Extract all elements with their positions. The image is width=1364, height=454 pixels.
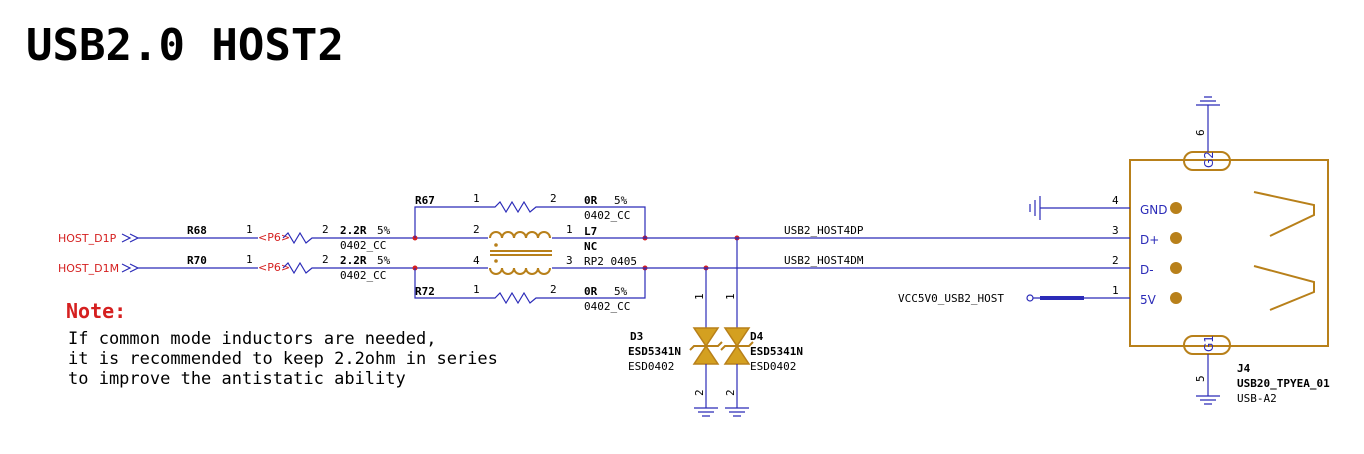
schematic-title: USB2.0 HOST2 (26, 20, 344, 71)
resistor-r70: R70 1 <P6> 2 2.2R 5% 0402_CC (187, 253, 391, 282)
svg-text:USB20_TPYEA_01: USB20_TPYEA_01 (1237, 377, 1330, 390)
svg-text:2.2R: 2.2R (340, 254, 367, 267)
svg-text:D+: D+ (1140, 233, 1159, 247)
svg-text:R68: R68 (187, 224, 207, 237)
svg-text:HOST_D1P: HOST_D1P (58, 232, 117, 245)
svg-text:2: 2 (322, 253, 329, 266)
svg-text:2: 2 (724, 389, 737, 396)
svg-text:RP2 0405: RP2 0405 (584, 255, 637, 268)
svg-text:3: 3 (1112, 224, 1119, 237)
svg-text:0R: 0R (584, 194, 598, 207)
svg-text:ESD0402: ESD0402 (628, 360, 674, 373)
svg-text:<P6>: <P6> (258, 261, 290, 274)
port-host-d1m: HOST_D1M (58, 262, 140, 275)
svg-text:1: 1 (473, 283, 480, 296)
svg-text:0402_CC: 0402_CC (340, 239, 386, 252)
svg-text:1: 1 (1112, 284, 1119, 297)
vcc-net: VCC5V0_USB2_HOST (898, 292, 1088, 305)
svg-text:2.2R: 2.2R (340, 224, 367, 237)
svg-text:ESD0402: ESD0402 (750, 360, 796, 373)
note-line-1: If common mode inductors are needed, (68, 329, 436, 349)
svg-text:5: 5 (1194, 375, 1207, 382)
svg-text:R70: R70 (187, 254, 207, 267)
svg-text:G1: G1 (1202, 335, 1216, 352)
svg-text:D-: D- (1140, 263, 1154, 277)
svg-text:VCC5V0_USB2_HOST: VCC5V0_USB2_HOST (898, 292, 1004, 305)
svg-text:0402_CC: 0402_CC (584, 209, 630, 222)
svg-text:1: 1 (246, 253, 253, 266)
svg-text:2: 2 (322, 223, 329, 236)
svg-text:5%: 5% (377, 254, 391, 267)
svg-text:2: 2 (550, 283, 557, 296)
svg-text:5%: 5% (614, 194, 628, 207)
svg-text:R72: R72 (415, 285, 435, 298)
svg-text:G2: G2 (1202, 151, 1216, 168)
svg-text:GND: GND (1140, 203, 1168, 217)
esd-diode-d3: 1 2 D3 ESD5341N ESD0402 (628, 268, 723, 417)
resistor-r72: R72 1 2 0R 5% 0402_CC (414, 268, 646, 313)
resistor-r67: R67 1 2 0R 5% 0402_CC (414, 192, 646, 238)
svg-text:1: 1 (566, 223, 573, 236)
svg-text:J4: J4 (1237, 362, 1251, 375)
svg-text:5V: 5V (1140, 293, 1157, 307)
note-line-3: to improve the antistatic ability (68, 369, 406, 389)
svg-text:L7: L7 (584, 225, 597, 238)
resistor-r68: R68 1 <P6> 2 2.2R 5% 0402_CC (187, 223, 391, 252)
svg-text:2: 2 (473, 223, 480, 236)
svg-text:1: 1 (693, 293, 706, 300)
svg-text:6: 6 (1194, 129, 1207, 136)
svg-text:D4: D4 (750, 330, 764, 343)
svg-text:D3: D3 (630, 330, 643, 343)
svg-text:0402_CC: 0402_CC (340, 269, 386, 282)
svg-text:NC: NC (584, 240, 597, 253)
ground-symbol (1029, 196, 1088, 220)
svg-text:HOST_D1M: HOST_D1M (58, 262, 119, 275)
svg-text:2: 2 (550, 192, 557, 205)
note-line-2: it is recommended to keep 2.2ohm in seri… (68, 349, 498, 369)
svg-text:3: 3 (566, 254, 573, 267)
svg-text:2: 2 (1112, 254, 1119, 267)
svg-text:ESD5341N: ESD5341N (628, 345, 681, 358)
net-label-dm: USB2_HOST4DM (784, 254, 864, 267)
svg-text:0R: 0R (584, 285, 598, 298)
inductor-l7: 2 4 1 3 L7 NC RP2 0405 (473, 223, 637, 275)
usb-connector-j4: 4 3 2 1 GND D+ D- 5V G2 G1 6 5 J4 USB20_… (1088, 96, 1330, 405)
svg-text:ESD5341N: ESD5341N (750, 345, 803, 358)
svg-text:<P6>: <P6> (258, 231, 290, 244)
svg-text:1: 1 (246, 223, 253, 236)
svg-text:5%: 5% (614, 285, 628, 298)
svg-text:5%: 5% (377, 224, 391, 237)
esd-diode-d4: 1 2 ESD5341N D4 ESD0402 (720, 238, 803, 417)
svg-text:0402_CC: 0402_CC (584, 300, 630, 313)
svg-text:4: 4 (1112, 194, 1119, 207)
note-heading: Note: (66, 299, 126, 323)
svg-text:1: 1 (473, 192, 480, 205)
svg-text:4: 4 (473, 254, 480, 267)
net-label-dp: USB2_HOST4DP (784, 224, 864, 237)
svg-text:1: 1 (724, 293, 737, 300)
svg-text:R67: R67 (415, 194, 435, 207)
svg-text:2: 2 (693, 389, 706, 396)
port-host-d1p: HOST_D1P (58, 232, 140, 245)
svg-text:USB-A2: USB-A2 (1237, 392, 1277, 405)
